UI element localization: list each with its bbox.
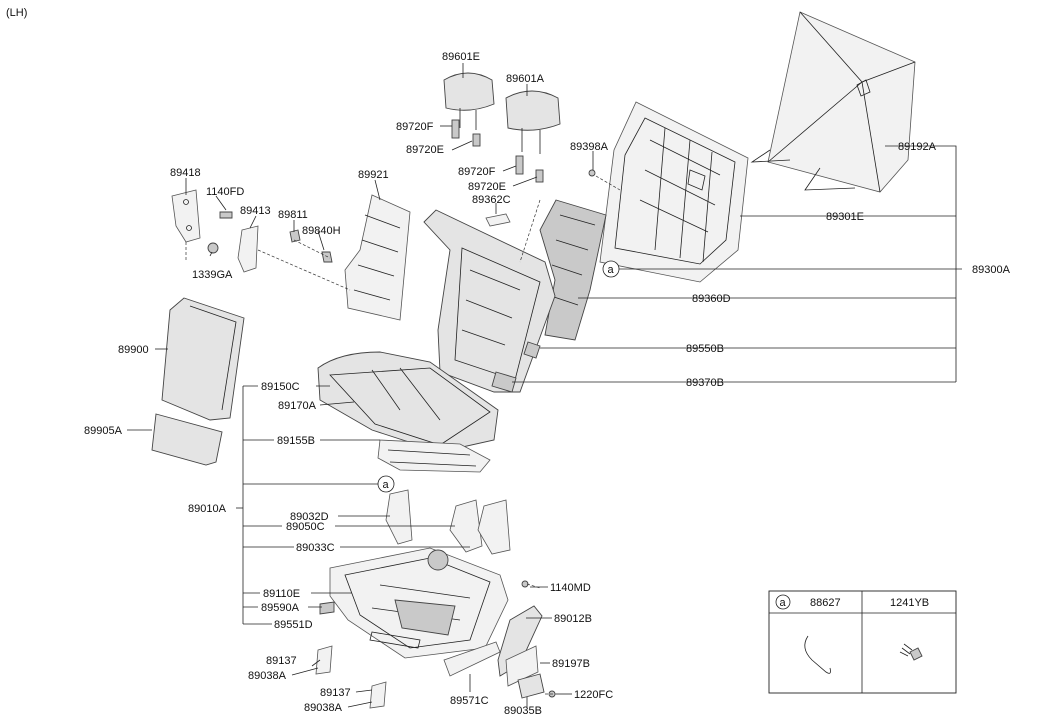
- label-89550B: 89550B: [686, 343, 724, 355]
- fasteners-small: [207, 211, 333, 263]
- legend-col2-code: 1241YB: [890, 597, 929, 609]
- seatback-panel-89921: [344, 194, 411, 321]
- seatback-frame-89301E: [599, 101, 749, 283]
- recliner-parts: [385, 489, 511, 571]
- callout-a-mid-letter: a: [383, 479, 390, 491]
- clips-bottom: [315, 580, 556, 709]
- label-89137-2: 89137: [320, 687, 351, 699]
- trim-89197B: [505, 645, 539, 687]
- cap-89035B: [517, 673, 545, 699]
- label-89038A-2: 89038A: [304, 702, 343, 714]
- label-89010A: 89010A: [188, 503, 227, 515]
- label-89720F-2: 89720F: [458, 166, 496, 178]
- label-89900: 89900: [118, 344, 149, 356]
- label-89551D: 89551D: [274, 619, 313, 631]
- seatback-cover-89192A: [750, 11, 916, 193]
- label-89811: 89811: [278, 209, 308, 221]
- label-89601A: 89601A: [506, 73, 545, 85]
- callout-a-mid: a: [377, 475, 395, 493]
- label-89300A: 89300A: [972, 264, 1011, 276]
- dashed-connectors: [185, 175, 621, 695]
- label-89601E: 89601E: [442, 51, 480, 63]
- label-89155B: 89155B: [277, 435, 315, 447]
- label-89360D: 89360D: [692, 293, 731, 305]
- label-89032D: 89032D: [290, 511, 329, 523]
- label-89362C: 89362C: [472, 194, 511, 206]
- label-89033C: 89033C: [296, 542, 335, 554]
- label-89590A: 89590A: [261, 602, 300, 614]
- legend-table: a 88627 1241YB: [768, 590, 957, 694]
- cushion-pan-89155B: [377, 439, 491, 473]
- label-1140MD: 1140MD: [550, 582, 591, 594]
- part-labels: 89601E 89601A 89720F 89720E 89720F 89720…: [84, 51, 1011, 717]
- label-1140FD: 1140FD: [206, 186, 244, 198]
- label-89110E: 89110E: [263, 588, 300, 600]
- leader-lines: [127, 63, 962, 708]
- legend-circle-letter: a: [780, 597, 787, 609]
- armrest-89900: [161, 297, 245, 421]
- label-1220FC: 1220FC: [574, 689, 613, 701]
- pad-89360D: [539, 199, 607, 341]
- label-89413: 89413: [240, 205, 271, 217]
- side-label: (LH): [6, 7, 27, 19]
- hook-clip-icon: [804, 635, 831, 674]
- label-89050C: 89050C: [286, 521, 325, 533]
- label-89720F-1: 89720F: [396, 121, 434, 133]
- bracket-89418: [171, 189, 201, 243]
- callout-a-top: a: [602, 260, 620, 278]
- label-89720E-1: 89720E: [406, 144, 444, 156]
- label-89398A: 89398A: [570, 141, 609, 153]
- label-89905A: 89905A: [84, 425, 123, 437]
- label-89170A: 89170A: [278, 400, 317, 412]
- seat-frame-89110E: [329, 547, 509, 659]
- label-89301E: 89301E: [826, 211, 864, 223]
- armrest-cover-89905A: [151, 413, 223, 466]
- label-89840H: 89840H: [302, 225, 341, 237]
- seatback-main: [423, 209, 556, 393]
- label-89418: 89418: [170, 167, 201, 179]
- legend-col1-code: 88627: [810, 597, 841, 609]
- label-89370B: 89370B: [686, 377, 724, 389]
- trim-89571C: [443, 641, 501, 677]
- label-89137-1: 89137: [266, 655, 297, 667]
- label-89197B: 89197B: [552, 658, 590, 670]
- label-1339GA: 1339GA: [192, 269, 233, 281]
- headrest-89601A: [505, 90, 561, 154]
- label-89038A-1: 89038A: [248, 670, 287, 682]
- label-89571C: 89571C: [450, 695, 489, 707]
- bracket-89413: [237, 225, 259, 273]
- callout-a-top-letter: a: [608, 264, 615, 276]
- screw-icon: [899, 643, 923, 661]
- label-89012B: 89012B: [554, 613, 592, 625]
- label-89150C: 89150C: [261, 381, 300, 393]
- headrest-89601E: [443, 72, 495, 130]
- headrest-guides: [451, 119, 596, 227]
- label-89720E-2: 89720E: [468, 181, 506, 193]
- label-89035B: 89035B: [504, 705, 542, 717]
- label-89921: 89921: [358, 169, 389, 181]
- label-89192A: 89192A: [898, 141, 937, 153]
